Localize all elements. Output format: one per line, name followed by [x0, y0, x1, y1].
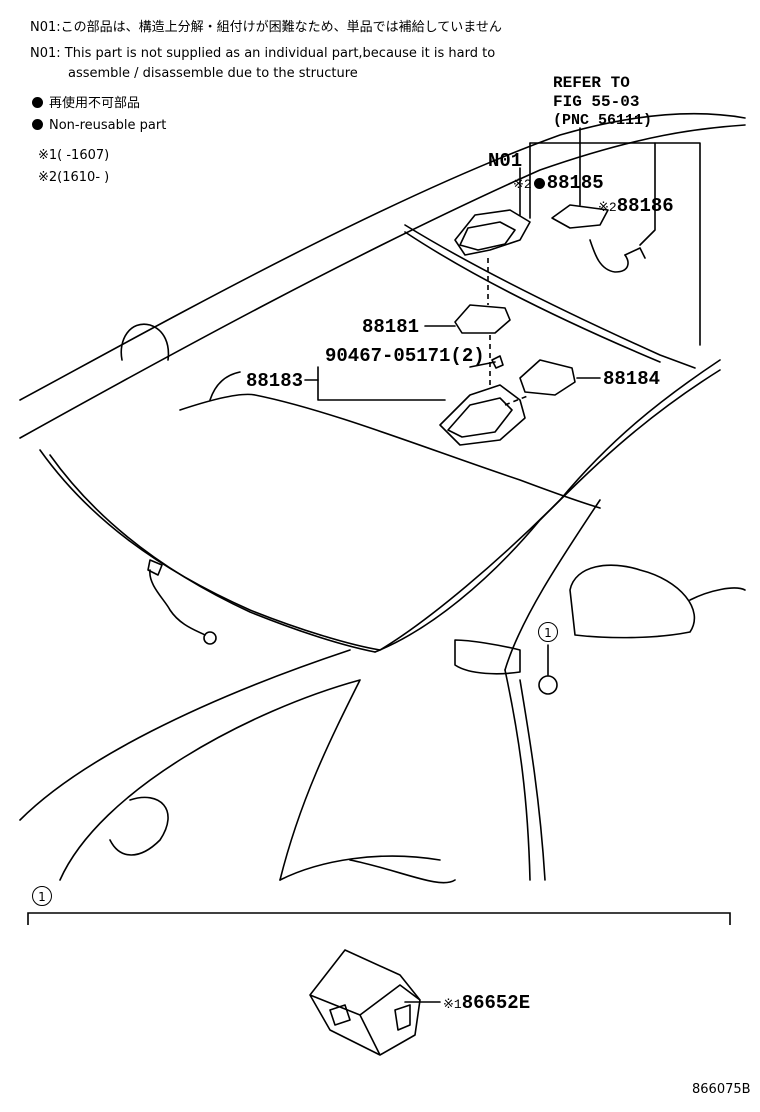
legend-range2: ※2(1610- ) — [38, 170, 110, 185]
a-pillar-inner — [374, 369, 721, 653]
legend-range1: ※1( -1607) — [38, 148, 110, 163]
bracket-n01-inner — [459, 221, 516, 251]
part-88183-inner — [447, 397, 513, 438]
note-n01-en-line1: N01: This part is not supplied as an ind… — [30, 46, 496, 61]
label-86652e[interactable]: ※186652E — [443, 992, 531, 1014]
right-mirror — [569, 564, 696, 639]
door-edge-inner — [504, 669, 531, 881]
label-90467[interactable]: 90467-05171(2) — [325, 345, 485, 367]
nonreusable-dot-icon — [533, 178, 545, 189]
windshield-header-line — [404, 224, 696, 369]
mirror-base — [454, 639, 521, 675]
fender-line — [279, 855, 441, 881]
leader-88186 — [639, 142, 656, 246]
hood-crease — [59, 679, 361, 881]
part-88183-shape — [439, 384, 526, 446]
hood-lower — [349, 859, 456, 884]
dashboard-line — [179, 393, 601, 509]
leader-90467 — [469, 361, 496, 368]
part-88181-shape — [454, 304, 511, 334]
screw-90467 — [491, 355, 504, 369]
part-88186-shape — [589, 239, 629, 273]
cowl-inner-line — [49, 454, 376, 653]
refer-line2[interactable]: FIG 55-03 — [553, 93, 640, 111]
dash-88183-88184 — [504, 394, 531, 406]
windshield-top-line — [19, 124, 746, 439]
bracket-n01 — [454, 209, 531, 256]
nonreusable-dot-icon — [32, 97, 43, 108]
dash-vent — [209, 371, 241, 401]
sensor-plug — [203, 631, 217, 645]
sensor-cable — [149, 569, 206, 636]
wheel-arch-hint — [109, 796, 169, 856]
cowl-line — [39, 449, 381, 651]
roof-edge-line — [19, 112, 746, 401]
part-88184-shape — [519, 359, 576, 396]
door-edge — [519, 679, 546, 881]
leader-refer-bracket — [529, 142, 701, 346]
label-88183[interactable]: 88183 — [246, 370, 304, 392]
part-86652-shape — [309, 949, 421, 1056]
body-line — [689, 587, 746, 601]
nonreusable-dot-icon — [32, 119, 43, 130]
detail-frame — [27, 912, 731, 925]
label-n01[interactable]: N01 — [488, 150, 523, 172]
refer-line3[interactable]: (PNC 56111) — [553, 112, 653, 129]
callout-detail: 1 — [32, 886, 52, 906]
note-n01-en-line2: assemble / disassemble due to the struct… — [68, 66, 358, 81]
label-88181[interactable]: 88181 — [362, 316, 420, 338]
part-88185-shape — [551, 204, 609, 229]
legend-nonreusable-en: Non-reusable part — [32, 118, 166, 134]
part-88186-connector — [624, 247, 646, 259]
sensor-clip — [147, 559, 163, 576]
hood-line — [19, 649, 351, 821]
figure-code: 866075B — [692, 1082, 751, 1097]
refer-line1[interactable]: REFER TO — [553, 74, 630, 92]
left-mirror — [120, 323, 170, 361]
windshield-header-inner — [404, 231, 661, 363]
label-88184[interactable]: 88184 — [603, 368, 661, 390]
legend-nonreusable-jp: 再使用不可部品 — [32, 96, 140, 112]
note-n01-jp: N01:この部品は、構造上分解・組付けが困難なため、単品では補給していません — [30, 20, 502, 35]
location-marker — [538, 675, 558, 695]
label-88186[interactable]: ※288186 — [598, 195, 674, 217]
leader-88183 — [317, 366, 446, 401]
a-pillar-line — [379, 359, 721, 651]
callout-main[interactable]: 1 — [538, 622, 558, 642]
door-top-line — [504, 499, 601, 671]
